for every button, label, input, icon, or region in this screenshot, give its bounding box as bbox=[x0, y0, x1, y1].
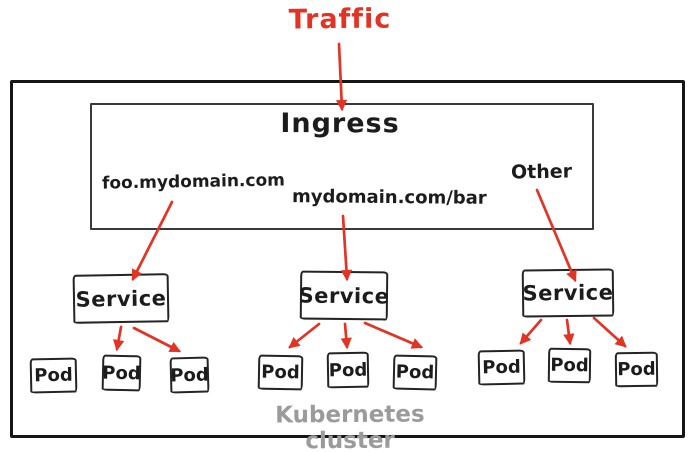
ingress-box bbox=[90, 103, 594, 230]
kubernetes-cluster-label: Kubernetes cluster bbox=[275, 401, 425, 452]
pod-box-3-1: Pod bbox=[477, 349, 526, 386]
ingress-title: Ingress bbox=[280, 108, 400, 139]
pod-box-3-2: Pod bbox=[547, 347, 592, 384]
pod-label: Pod bbox=[34, 364, 73, 387]
ingress-rule-foo: foo.mydomain.com bbox=[101, 170, 286, 194]
pod-label: Pod bbox=[261, 361, 300, 384]
pod-label: Pod bbox=[395, 361, 435, 384]
ingress-rule-other: Other bbox=[510, 160, 573, 184]
service-box-2: Service bbox=[298, 270, 390, 321]
pod-label: Pod bbox=[550, 354, 589, 377]
pod-label: Pod bbox=[482, 356, 521, 379]
pod-box-2-3: Pod bbox=[392, 354, 438, 391]
pod-box-1-3: Pod bbox=[169, 356, 210, 394]
service-box-3: Service bbox=[521, 268, 615, 318]
pod-box-3-3: Pod bbox=[614, 351, 659, 388]
pod-label: Pod bbox=[102, 362, 141, 384]
ingress-rule-bar: mydomain.com/bar bbox=[291, 186, 487, 209]
pod-label: Pod bbox=[617, 358, 656, 381]
service-label: Service bbox=[75, 285, 167, 312]
pod-box-1-1: Pod bbox=[29, 357, 78, 394]
pod-label: Pod bbox=[170, 364, 210, 386]
pod-box-1-2: Pod bbox=[101, 354, 142, 392]
service-label: Service bbox=[298, 283, 390, 308]
pod-box-2-2: Pod bbox=[326, 351, 370, 389]
traffic-label: Traffic bbox=[288, 3, 392, 36]
pod-label: Pod bbox=[328, 359, 368, 381]
service-label: Service bbox=[522, 280, 614, 306]
service-box-1: Service bbox=[72, 273, 170, 324]
pod-box-2-1: Pod bbox=[257, 354, 304, 391]
